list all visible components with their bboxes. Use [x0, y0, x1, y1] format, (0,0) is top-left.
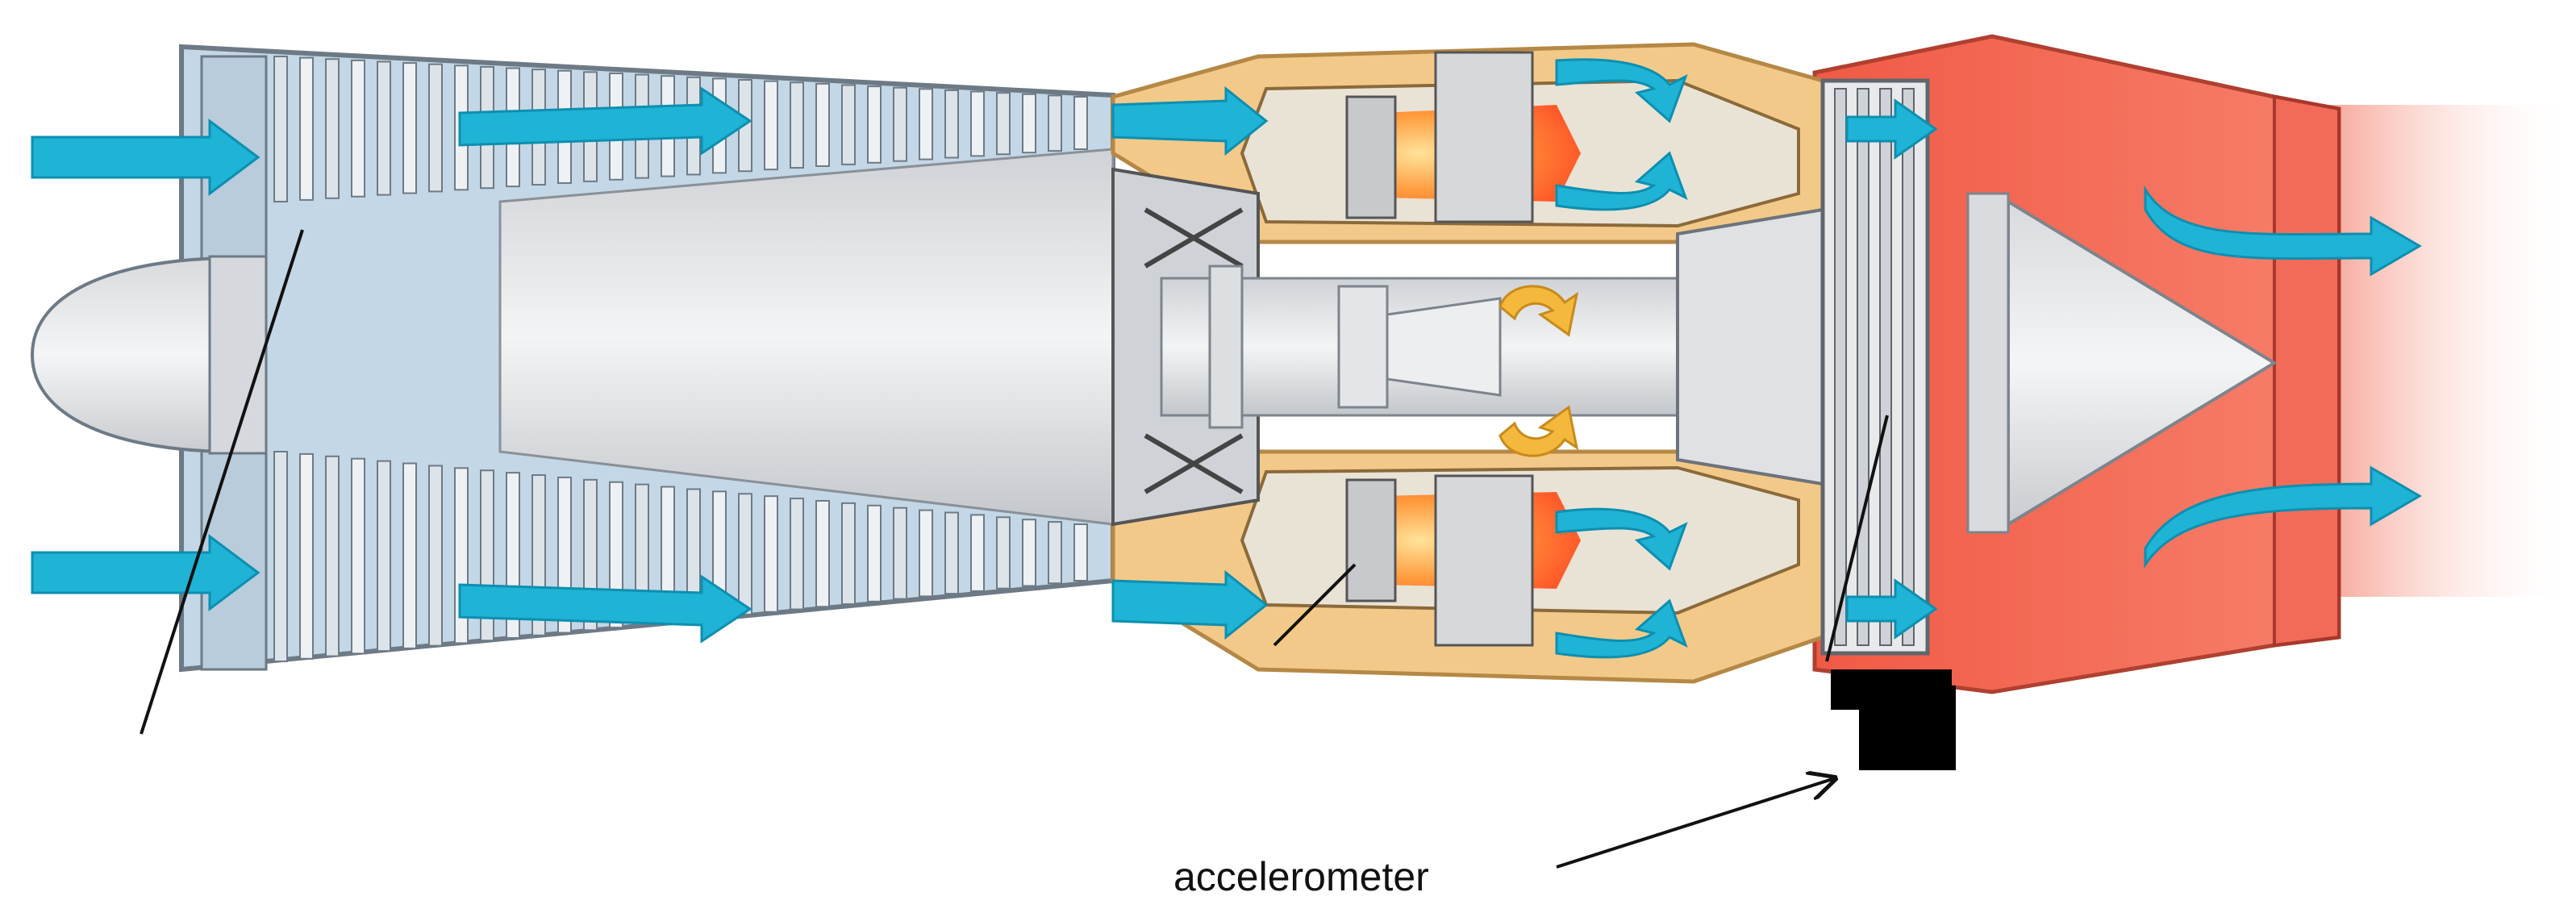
airflow-arrow-inlet-top [31, 119, 261, 196]
airflow-arrow-diffuser-bottom [1111, 569, 1269, 640]
compressor-blade [996, 92, 1011, 156]
compressor-blade [1048, 521, 1062, 585]
compressor-blade [351, 59, 365, 198]
airflow-arrow-compressor-bottom [458, 574, 752, 644]
airflow-arrow-combustor-bottom-1 [1555, 507, 1688, 571]
compressor-blade [738, 493, 752, 615]
compressor-blade [919, 509, 933, 598]
airflow-arrow-exhaust-top [2144, 185, 2422, 277]
airflow-arrow-combustor-bottom-2 [1555, 598, 1688, 659]
compressor-blade [325, 455, 340, 657]
shaft-collar-2 [1337, 285, 1389, 409]
nozzle-lip [2273, 94, 2340, 648]
injector-block-top [1434, 51, 1534, 223]
compressor-blade [1073, 523, 1088, 582]
accelerometer-body [1859, 686, 1956, 770]
airflow-arrow-exhaust-bottom [2144, 465, 2422, 569]
compressor-blade [402, 462, 417, 649]
compressor-blade [1073, 96, 1088, 150]
airflow-arrow-turbine-top [1845, 98, 1938, 160]
compressor-blade [1048, 94, 1062, 152]
airflow-arrow-turbine-bottom [1845, 578, 1938, 640]
compressor-blade [299, 56, 314, 201]
airflow-arrow-compressor-top [458, 86, 752, 156]
leader-line-combustor [1273, 563, 1357, 647]
turbine-blade [1857, 88, 1869, 646]
compressor-blade [428, 465, 443, 647]
compressor-blade [764, 495, 778, 613]
compressor-blade [893, 86, 907, 162]
turbine-blade [1879, 88, 1892, 646]
compressor-blade [764, 80, 778, 171]
compressor-blade [273, 451, 288, 662]
fuel-injector-top [1345, 95, 1397, 219]
injector-block-bottom [1434, 474, 1534, 647]
compressor-blade [867, 504, 882, 602]
shaft-collar-1 [1208, 265, 1244, 429]
compressor-blade [996, 516, 1011, 590]
compressor-blade [351, 457, 365, 655]
rotation-arrow-upper [1498, 285, 1579, 337]
nose-cone-ring [208, 255, 268, 455]
diffuser-struts [1144, 207, 1244, 494]
shaft-taper [1386, 297, 1502, 397]
rotation-arrow-lower [1498, 405, 1579, 457]
nose-cone [30, 256, 236, 454]
airflow-arrow-diffuser-top [1111, 85, 1269, 156]
compressor-blade [790, 498, 804, 611]
turbine-blade [1834, 88, 1847, 646]
compressor-blade [944, 511, 959, 595]
airflow-arrow-combustor-top-2 [1555, 151, 1688, 211]
compressor-blade [1022, 93, 1036, 154]
compressor-blade [299, 452, 314, 660]
fuel-injector-bottom [1345, 478, 1397, 602]
compressor-blade [944, 89, 959, 159]
compressor-blade [841, 502, 856, 606]
compressor-blade [377, 60, 391, 196]
airflow-arrows [31, 58, 2422, 659]
compressor-blade [377, 460, 391, 652]
compressor-blade [402, 62, 417, 194]
turbine-housing [1676, 207, 1824, 486]
compressor-blade [970, 514, 985, 592]
compressor-blade [893, 507, 907, 600]
turbine-blades [1834, 88, 1915, 646]
compressor-blade [273, 56, 288, 202]
compressor-blade [325, 58, 340, 199]
leader-line-turbine [1825, 415, 1889, 662]
compressor-blade [790, 81, 804, 169]
airflow-arrow-inlet-bottom [31, 534, 261, 611]
compressor-blade [867, 85, 882, 164]
compressor-blade [815, 82, 830, 167]
rotation-arrows [1498, 285, 1579, 457]
compressor-blade [428, 63, 443, 193]
leader-line-accelerometer [1556, 778, 1835, 869]
leader-line-compressor [140, 229, 304, 735]
compressor-blade [970, 90, 985, 157]
compressor-blade [919, 88, 933, 161]
accelerometer-label: accelerometer [1173, 854, 1429, 899]
turbine-blade [1902, 88, 1915, 646]
compressor-blade [815, 499, 830, 608]
tail-cone-mount [1966, 192, 2010, 534]
compressor-blade [841, 84, 856, 165]
compressor-blade [1022, 519, 1036, 587]
airflow-arrow-combustor-top-1 [1555, 58, 1688, 123]
